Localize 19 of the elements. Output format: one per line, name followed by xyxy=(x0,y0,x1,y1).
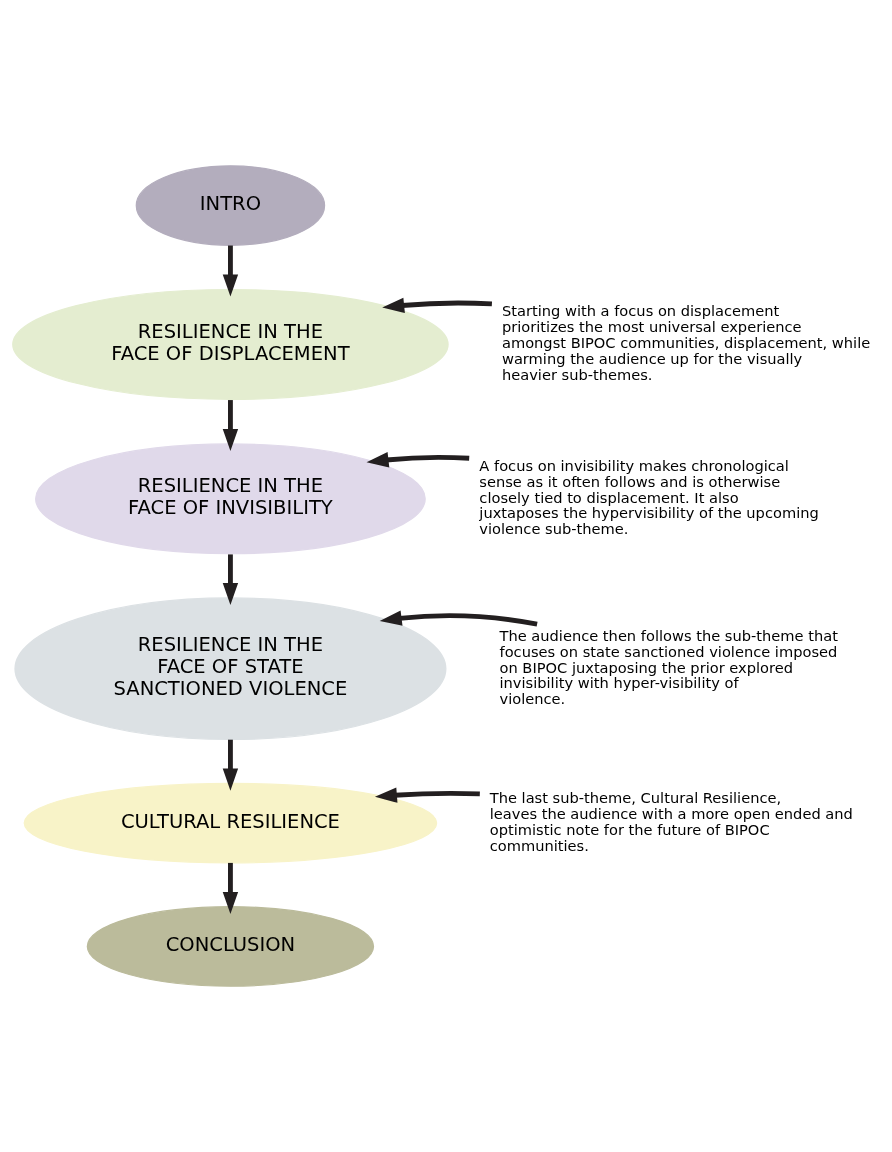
node-text: The last sub-theme, Cultural Resilience, leaves the audience with a more open ended and optimistic note for the future of BIPOC communities. xyxy=(489,789,853,854)
node-ellipse: RESILIENCE IN THE FACE OF INVISIBILITY xyxy=(35,443,426,555)
arrow xyxy=(374,787,480,803)
node-text: The audience then follows the sub-theme that focuses on state sanctioned violence imposed on BIPOC juxtaposing the prior explored invisibility with hyper-visibility of violence. xyxy=(499,626,838,708)
arrow xyxy=(366,452,470,468)
arrow xyxy=(222,554,239,605)
arrow xyxy=(222,245,239,297)
arrow xyxy=(222,739,239,791)
arrow xyxy=(222,400,239,451)
arrow xyxy=(382,297,492,313)
node-ellipse: INTRO xyxy=(135,165,326,246)
arrow xyxy=(379,610,538,627)
node-text: Starting with a focus on displacement prioritizes the most universal experience amongst BIPOC communities, displacement, while warming the audience up for the visually heavier sub-themes. xyxy=(501,302,871,383)
node-ellipse: RESILIENCE IN THE FACE OF DISPLACEMENT xyxy=(12,288,449,400)
arrow xyxy=(222,862,239,914)
node-ellipse: CONCLUSION xyxy=(86,906,375,987)
node-text: A focus on invisibility makes chronological sense as it often follows and is otherwise closely tied to displacement. It also juxtaposes the hypervisibility of the upcoming violence sub-theme. xyxy=(479,456,819,538)
node-ellipse: RESILIENCE IN THE FACE OF STATE SANCTIONED VIOLENCE xyxy=(14,597,447,741)
node-ellipse: CULTURAL RESILIENCE xyxy=(23,782,438,864)
